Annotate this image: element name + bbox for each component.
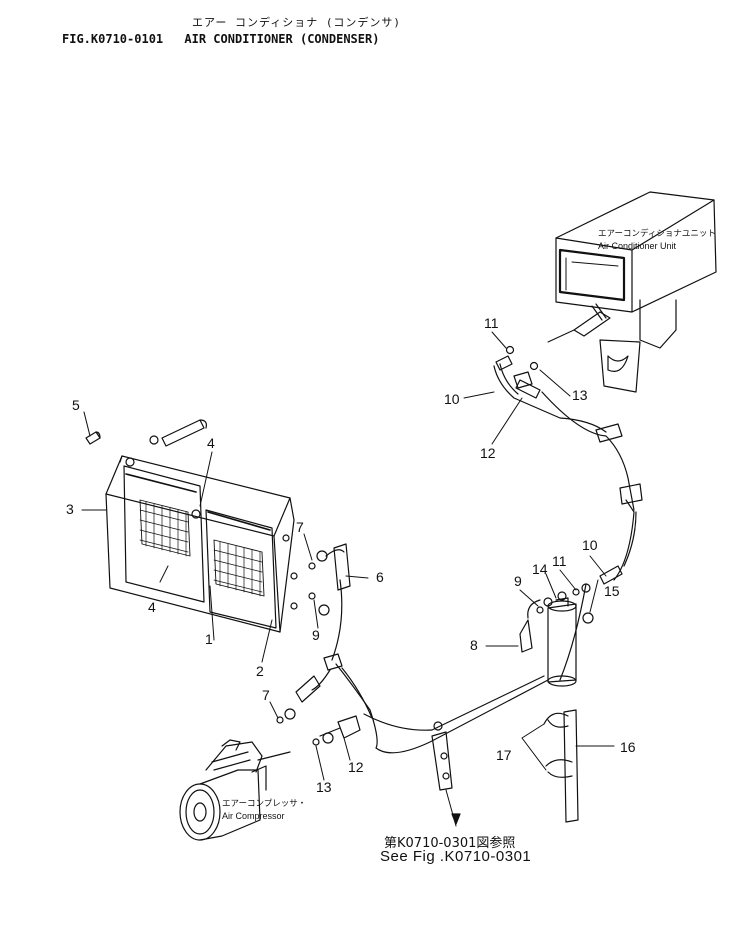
ac-unit-label-jp: エアーコンディショナユニット: [598, 228, 716, 239]
callout-3: 3: [66, 501, 74, 517]
compressor-label-jp: エアーコンプレッサ・: [222, 799, 306, 809]
reference-note-jp: 第K0710-0301図参照: [384, 836, 516, 851]
condenser-assembly: [85, 419, 298, 633]
leader-lines: [81, 331, 615, 827]
compressor-label-en: Air Compressor: [222, 811, 285, 821]
callout-10-upper: 10: [444, 391, 460, 407]
component-labels: エアーコンディショナユニット Air Conditioner Unit エアーコ…: [222, 228, 716, 821]
callout-12-upper: 12: [480, 445, 496, 461]
callout-2: 2: [256, 663, 264, 679]
reference-note-en: See Fig .K0710-0301: [380, 848, 532, 865]
air-compressor: [179, 739, 291, 841]
ac-unit-label-en: Air Conditioner Unit: [598, 241, 677, 251]
title-japanese: エアー コンディショナ (コンデンサ): [192, 16, 402, 29]
callout-13-lower: 13: [316, 779, 332, 795]
figure-code: FIG.K0710-0101: [62, 32, 164, 46]
callout-10-lower: 10: [582, 537, 598, 553]
callout-15: 15: [604, 583, 620, 599]
receiver-drier: [547, 591, 577, 687]
callout-14: 14: [532, 561, 548, 577]
callout-5: 5: [72, 397, 80, 413]
callout-7-upper: 7: [296, 519, 304, 535]
callout-9-right: 9: [514, 573, 522, 589]
callout-9-left: 9: [312, 627, 320, 643]
callout-6: 6: [376, 569, 384, 585]
callout-8: 8: [470, 637, 478, 653]
ac-unit: [547, 191, 717, 393]
callout-12-lower: 12: [348, 759, 364, 775]
callout-4-lower: 4: [148, 599, 156, 615]
callout-11-upper: 11: [484, 315, 499, 331]
figure-title-english: AIR CONDITIONER (CONDENSER): [184, 32, 380, 46]
refrigerant-lines: [295, 363, 643, 754]
callout-4-upper: 4: [207, 435, 215, 451]
callout-7-lower: 7: [262, 687, 270, 703]
fittings-and-o-rings: [276, 345, 594, 746]
figure-title: FIG.K0710-0101 AIR CONDITIONER (CONDENSE…: [62, 32, 379, 46]
reference-arrow: [451, 813, 461, 825]
callout-17: 17: [496, 747, 512, 763]
callout-1: 1: [205, 631, 213, 647]
mounting-bracket: [431, 709, 579, 823]
callout-labels: 5 3 4 4 1 2 7 6 9 7 13 12 11 10 13 12 8 …: [66, 315, 636, 795]
callout-16: 16: [620, 739, 636, 755]
callout-11-lower: 11: [552, 553, 567, 569]
callout-13-upper: 13: [572, 387, 588, 403]
